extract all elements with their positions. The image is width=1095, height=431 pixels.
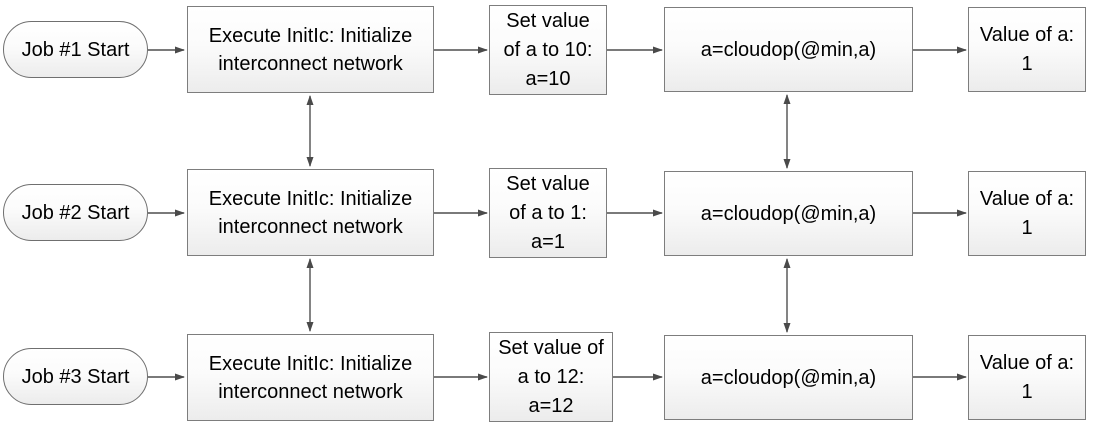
- process-set-value-row1: Set value of a to 10: a=10: [489, 5, 607, 95]
- terminator-job2-start: Job #2 Start: [3, 184, 148, 241]
- process-cloudop-row2: a=cloudop(@min,a): [664, 171, 913, 256]
- process-result-row3: Value of a: 1: [968, 335, 1086, 420]
- node-label-line: 1: [1021, 216, 1033, 239]
- node-label-line: interconnect network: [218, 215, 403, 238]
- node-label-line: a=10: [525, 67, 571, 90]
- node-label-line: Set value of: [498, 336, 604, 359]
- node-label-line: interconnect network: [218, 380, 403, 403]
- process-result-row1: Value of a: 1: [968, 7, 1086, 92]
- process-set-value-row2: Set value of a to 1: a=1: [489, 168, 607, 258]
- node-label-line: Execute InitIc: Initialize: [208, 187, 413, 210]
- node-label: a=cloudop(@min,a): [700, 38, 877, 61]
- node-label-line: Value of a:: [979, 23, 1075, 46]
- node-label-line: interconnect network: [218, 52, 403, 75]
- terminator-job1-start: Job #1 Start: [3, 21, 148, 78]
- process-set-value-row3: Set value of a to 12: a=12: [489, 332, 613, 422]
- node-label-line: Value of a:: [979, 351, 1075, 374]
- process-init-network-row1: Execute InitIc: Initialize interconnect …: [187, 6, 434, 93]
- process-init-network-row2: Execute InitIc: Initialize interconnect …: [187, 169, 434, 256]
- node-label-line: Execute InitIc: Initialize: [208, 24, 413, 47]
- node-label-line: Set value: [506, 172, 590, 195]
- node-label-line: of a to 1:: [509, 201, 587, 224]
- node-label-line: of a to 10:: [503, 38, 593, 61]
- node-label: a=cloudop(@min,a): [700, 202, 877, 225]
- node-label: Job #1 Start: [21, 38, 130, 61]
- node-label-line: 1: [1021, 380, 1033, 403]
- terminator-job3-start: Job #3 Start: [3, 348, 148, 405]
- node-label-line: a to 12:: [517, 365, 585, 388]
- node-label: a=cloudop(@min,a): [700, 366, 877, 389]
- process-cloudop-row3: a=cloudop(@min,a): [664, 335, 913, 420]
- node-label-line: a=12: [528, 394, 574, 417]
- process-result-row2: Value of a: 1: [968, 171, 1086, 256]
- process-init-network-row3: Execute InitIc: Initialize interconnect …: [187, 334, 434, 421]
- node-label-line: Value of a:: [979, 187, 1075, 210]
- node-label: Job #3 Start: [21, 365, 130, 388]
- node-label-line: a=1: [531, 230, 565, 253]
- node-label-line: Execute InitIc: Initialize: [208, 352, 413, 375]
- node-label-line: 1: [1021, 52, 1033, 75]
- process-cloudop-row1: a=cloudop(@min,a): [664, 7, 913, 92]
- node-label-line: Set value: [506, 9, 590, 32]
- node-label: Job #2 Start: [21, 201, 130, 224]
